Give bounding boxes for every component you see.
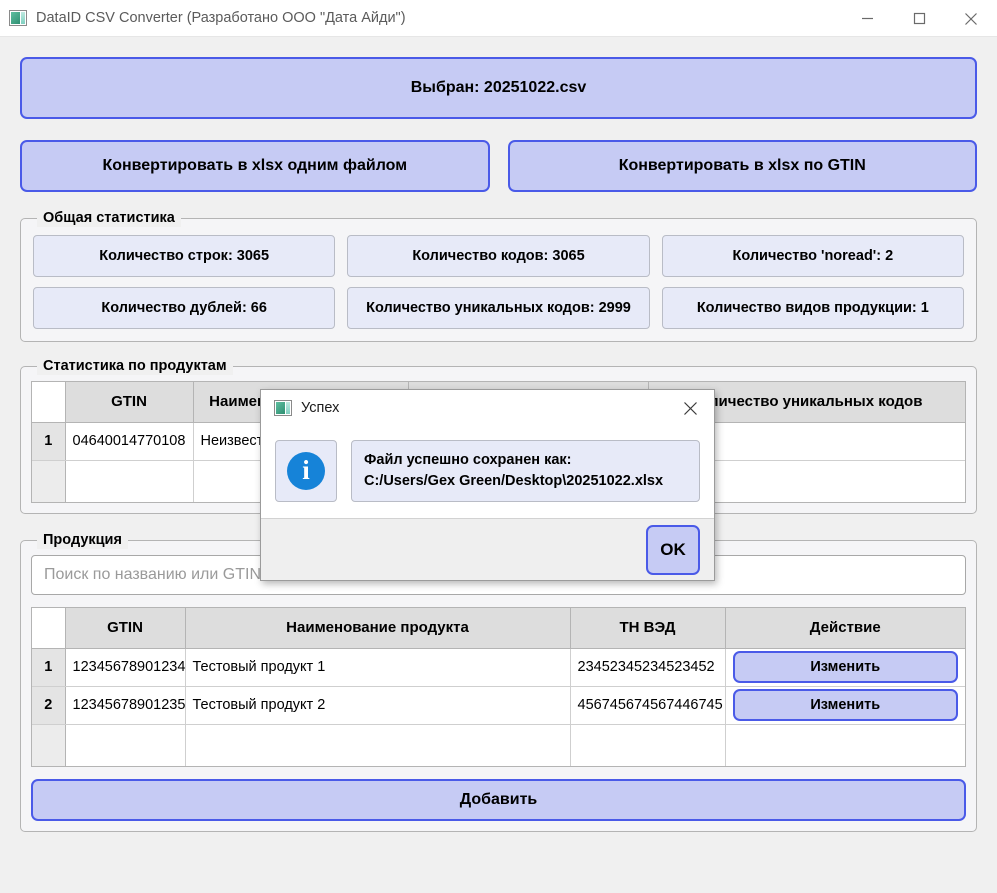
edit-button[interactable]: Изменить xyxy=(732,689,958,721)
convert-single-file-button[interactable]: Конвертировать в xlsx одним файлом xyxy=(20,140,490,192)
ps-header-gtin[interactable]: GTIN xyxy=(65,382,194,423)
dialog-footer: OK xyxy=(261,518,714,581)
window-titlebar: DataID CSV Converter (Разработано ООО "Д… xyxy=(0,0,997,37)
pr-cell-tnved[interactable]: 456745674567446745 xyxy=(570,686,726,725)
info-icon: i xyxy=(287,452,325,490)
pr-cell-name[interactable]: Тестовый продукт 1 xyxy=(185,648,571,687)
add-button[interactable]: Добавить xyxy=(31,779,966,821)
convert-by-gtin-button[interactable]: Конвертировать в xlsx по GTIN xyxy=(507,140,977,192)
pr-cell-gtin[interactable]: 12345678901235 xyxy=(65,686,186,725)
selected-file-button[interactable]: Выбран: 20251022.csv xyxy=(20,57,977,119)
dialog-title: Успех xyxy=(301,400,340,416)
dialog-body: i Файл успешно сохранен как: C:/Users/Ge… xyxy=(261,426,714,519)
products-table-wrap: GTIN Наименование продукта ТН ВЭД Действ… xyxy=(31,607,966,767)
table-row[interactable]: 2 12345678901235 Тестовый продукт 2 4567… xyxy=(32,686,965,725)
pr-cell-gtin[interactable]: 12345678901234 xyxy=(65,648,186,687)
convert-button-row: Конвертировать в xlsx одним файлом Конве… xyxy=(20,140,977,192)
stat-tile-unique-codes[interactable]: Количество уникальных кодов: 2999 xyxy=(347,287,650,329)
pr-cell-action: Изменить xyxy=(725,648,965,687)
table-filler-row xyxy=(32,724,965,766)
pr-header-tnved[interactable]: ТН ВЭД xyxy=(570,608,726,649)
pr-header-name[interactable]: Наименование продукта xyxy=(185,608,571,649)
pr-row-index: 1 xyxy=(32,648,66,687)
ps-cell-gtin[interactable]: 04640014770108 xyxy=(65,422,194,461)
stat-tile-duplicates[interactable]: Количество дублей: 66 xyxy=(33,287,336,329)
minimize-icon[interactable] xyxy=(841,0,893,37)
dialog-titlebar: Успех xyxy=(261,390,714,426)
table-header-row: GTIN Наименование продукта ТН ВЭД Действ… xyxy=(32,608,965,649)
app-image-icon xyxy=(274,400,292,416)
pr-filler-cell-4 xyxy=(725,724,965,766)
stat-tile-product-kinds[interactable]: Количество видов продукции: 1 xyxy=(661,287,964,329)
pr-cell-tnved[interactable]: 23452345234523452 xyxy=(570,648,726,687)
products-label: Продукция xyxy=(37,531,128,549)
window-controls xyxy=(841,0,997,37)
stat-tile-rows[interactable]: Количество строк: 3065 xyxy=(33,235,336,277)
dialog-message: Файл успешно сохранен как: C:/Users/Gex … xyxy=(351,440,700,503)
pr-filler-cell-3 xyxy=(570,724,726,766)
success-dialog: Успех i Файл успешно сохранен как: C:/Us… xyxy=(260,389,715,582)
pr-cell-action: Изменить xyxy=(725,686,965,725)
ok-button[interactable]: OK xyxy=(646,524,700,575)
pr-corner-header xyxy=(32,608,66,649)
pr-filler-cell-2 xyxy=(185,724,571,766)
app-window: Выбран: 20251022.csv Конвертировать в xl… xyxy=(0,57,997,893)
stat-tile-codes[interactable]: Количество кодов: 3065 xyxy=(347,235,650,277)
general-statistics-group: Общая статистика Количество строк: 3065 … xyxy=(20,209,977,342)
table-row[interactable]: 1 12345678901234 Тестовый продукт 1 2345… xyxy=(32,648,965,687)
general-statistics-label: Общая статистика xyxy=(37,209,181,227)
dialog-message-line1: Файл успешно сохранен как: xyxy=(364,452,572,468)
pr-header-action[interactable]: Действие xyxy=(725,608,965,649)
close-icon[interactable] xyxy=(945,0,997,37)
ps-filler-cell-1 xyxy=(65,460,194,502)
maximize-icon[interactable] xyxy=(893,0,945,37)
general-statistics-grid: Количество строк: 3065 Количество кодов:… xyxy=(33,235,964,329)
pr-filler-cell-1 xyxy=(65,724,186,766)
products-table: GTIN Наименование продукта ТН ВЭД Действ… xyxy=(32,608,965,766)
app-image-icon xyxy=(9,10,27,26)
products-group: Продукция GTIN Наименование продукта ТН … xyxy=(20,531,977,832)
ps-filler-index xyxy=(32,460,66,502)
ps-row-index: 1 xyxy=(32,422,66,461)
ps-corner-header xyxy=(32,382,66,423)
dialog-message-line2: C:/Users/Gex Green/Desktop\20251022.xlsx xyxy=(364,473,664,490)
edit-button[interactable]: Изменить xyxy=(732,651,958,683)
pr-filler-index xyxy=(32,724,66,766)
pr-cell-name[interactable]: Тестовый продукт 2 xyxy=(185,686,571,725)
dialog-close-icon[interactable] xyxy=(666,390,714,426)
window-title: DataID CSV Converter (Разработано ООО "Д… xyxy=(36,10,406,26)
stat-tile-noread[interactable]: Количество 'noread': 2 xyxy=(661,235,964,277)
pr-row-index: 2 xyxy=(32,686,66,725)
pr-header-gtin[interactable]: GTIN xyxy=(65,608,186,649)
dialog-icon-box: i xyxy=(275,440,337,502)
product-statistics-label: Статистика по продуктам xyxy=(37,357,233,375)
